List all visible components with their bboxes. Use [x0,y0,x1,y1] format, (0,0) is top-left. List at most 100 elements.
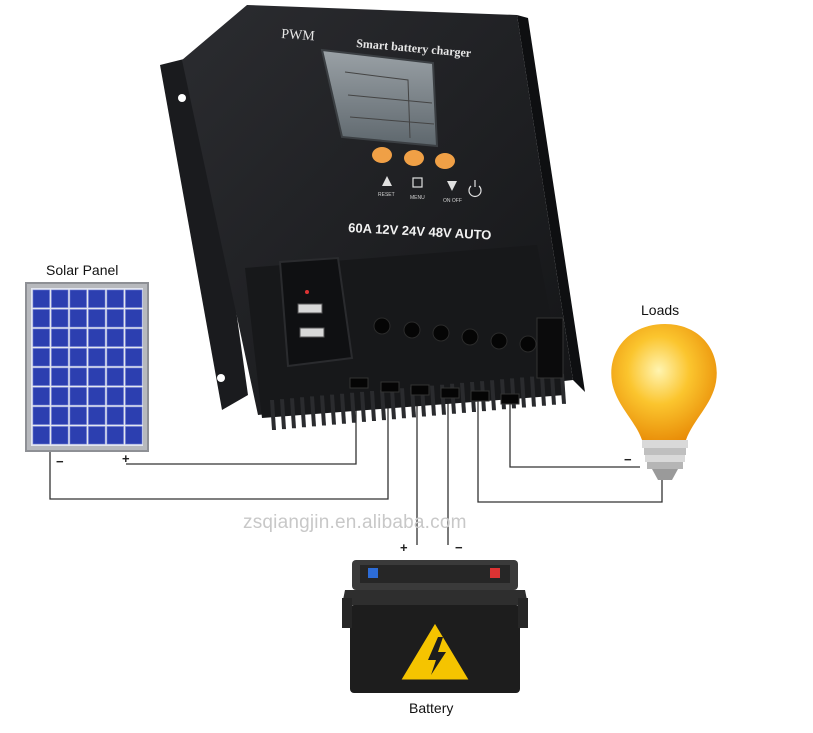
solar-cell [88,406,106,425]
solar-cell [69,406,87,425]
solar-cell [106,348,124,367]
heat-sink-fin [310,396,316,427]
solar-cell [106,328,124,347]
solar-cell [32,289,50,308]
terminal-slot [349,377,369,389]
wire-solar-minus [49,390,389,500]
solar-cell [51,406,69,425]
solar-cell [125,309,143,328]
terminal-screw [461,328,479,346]
heat-sink-fin [330,394,336,425]
solar-cell [32,406,50,425]
solar-cell [88,289,106,308]
heat-sink-fin [350,392,356,423]
heat-sink-fin [290,398,296,429]
on-off-button[interactable] [435,153,455,169]
solar-cell [106,387,124,406]
terminal-screw [432,324,450,342]
solar-cell [69,387,87,406]
solar-cell [32,348,50,367]
solar-cell [88,367,106,386]
watermark: zsqiangjin.en.alibaba.com [243,512,467,533]
solar-cell [32,387,50,406]
solar-cell [106,309,124,328]
heat-sink-fin [360,391,366,422]
heat-sink-fin [430,385,436,416]
solar-cell [125,426,143,445]
solar-cell [69,367,87,386]
heat-sink-fin [370,391,376,421]
solar-cell [125,289,143,308]
heat-sink-fin [520,377,526,408]
heat-sink-fin [380,390,386,421]
solar-cell [106,426,124,445]
up-arrow-icon [382,176,392,186]
solar-cell [125,387,143,406]
solar-cell [69,328,87,347]
loads-minus-sign: − [624,452,632,467]
solar-cell [51,328,69,347]
menu-button-label: MENU [410,195,425,201]
side-connector [536,317,564,379]
heat-sink-fin [270,400,276,430]
reset-button[interactable] [372,147,392,163]
heat-sink-fin [400,388,406,419]
loads-label: Loads [641,302,680,318]
battery-minus-sign: − [455,540,463,555]
battery-plus-sign: + [400,540,408,555]
solar-cell [69,426,87,445]
solar-cell [32,328,50,347]
solar-panel [25,282,149,452]
charge-controller: PWM Smart battery charger 60A 12V 24V 48… [160,5,585,430]
solar-cell [125,328,143,347]
battery-label: Battery [409,700,454,716]
terminal-screw [373,317,391,335]
solar-cell [88,348,106,367]
menu-button[interactable] [404,150,424,166]
terminal-screw [519,335,537,353]
solar-plus-sign: + [122,451,130,466]
solar-cell [51,309,69,328]
wire-load-plus [477,395,663,503]
solar-cell [51,367,69,386]
heat-sink-fin [280,399,286,430]
terminal-slot [410,384,430,396]
usb-port-1[interactable] [297,303,323,314]
solar-cell [106,367,124,386]
on-off-button-label: ON OFF [443,198,462,204]
heat-sink-fin [560,373,566,404]
wire-load-minus [509,395,640,468]
terminal-slot [470,390,490,402]
heat-sink-fin [490,380,496,411]
reset-button-label: RESET [378,192,395,198]
terminal-screw [403,321,421,339]
solar-cell [88,328,106,347]
solar-cell [88,309,106,328]
heat-sink-fin [300,397,306,428]
solar-cell [69,289,87,308]
solar-cell [32,367,50,386]
solar-cell [32,426,50,445]
heat-sink-fin [550,374,556,405]
solar-cell [125,348,143,367]
heat-sink-fin [320,395,326,426]
solar-panel-label: Solar Panel [46,262,119,278]
solar-cell [88,387,106,406]
terminal-screw [490,332,508,350]
heat-sink-fin [390,389,396,420]
solar-cell [106,289,124,308]
spec-label: 60A 12V 24V 48V AUTO [348,220,492,242]
menu-icon [412,177,423,188]
usb-port-2[interactable] [299,327,325,338]
heat-sink-fin [340,393,346,424]
solar-cell [32,309,50,328]
terminal-slot [440,387,460,399]
solar-cell [51,348,69,367]
solar-cell [51,289,69,308]
light-bulb [611,324,717,480]
solar-cell [51,387,69,406]
solar-cell [69,348,87,367]
solar-cell [106,406,124,425]
solar-minus-sign: − [56,454,64,469]
